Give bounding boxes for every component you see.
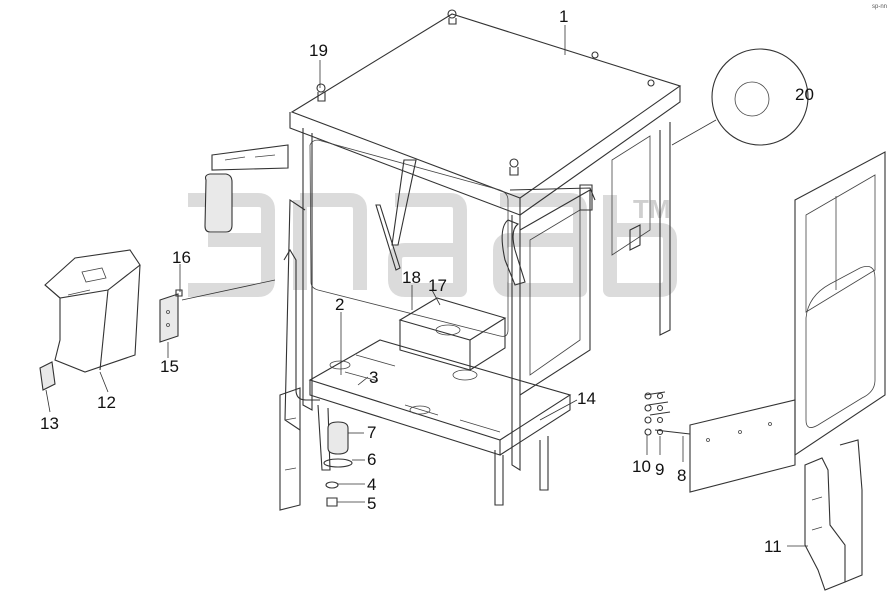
callout-11: 11 — [764, 537, 782, 556]
callout-12: 12 — [97, 393, 116, 412]
bolts-8-9-10 — [644, 391, 691, 436]
corner-mark: sp-nn — [871, 4, 887, 10]
callout-14: 14 — [577, 389, 596, 408]
callout-18: 18 — [402, 268, 421, 287]
side-door — [689, 151, 886, 493]
callout-20: 20 — [795, 85, 814, 104]
detail-circle-20 — [671, 48, 809, 146]
leader-lines — [45, 25, 808, 547]
callout-labels: 1 2 3 4 5 6 7 8 9 10 11 12 13 14 15 16 1… — [40, 7, 814, 556]
callout-1: 1 — [559, 7, 568, 26]
callout-15: 15 — [160, 357, 179, 376]
mount-stack — [323, 421, 353, 507]
plate-13 — [39, 361, 56, 391]
callout-2: 2 — [335, 295, 344, 314]
callout-10: 10 — [632, 457, 651, 476]
callout-8: 8 — [677, 466, 686, 485]
plate-15 — [159, 289, 183, 343]
bracket-11 — [804, 439, 863, 591]
callout-9: 9 — [655, 460, 664, 479]
callout-13: 13 — [40, 414, 59, 433]
callout-16: 16 — [172, 248, 191, 267]
callout-4: 4 — [367, 475, 376, 494]
callout-17: 17 — [428, 276, 447, 295]
callout-7: 7 — [367, 423, 376, 442]
callout-5: 5 — [367, 494, 376, 513]
watermark-tm: TM — [633, 194, 671, 224]
cab-frame — [204, 9, 682, 511]
callout-3: 3 — [369, 368, 378, 387]
callout-19: 19 — [309, 41, 328, 60]
console-12 — [44, 249, 141, 373]
callout-6: 6 — [367, 450, 376, 469]
